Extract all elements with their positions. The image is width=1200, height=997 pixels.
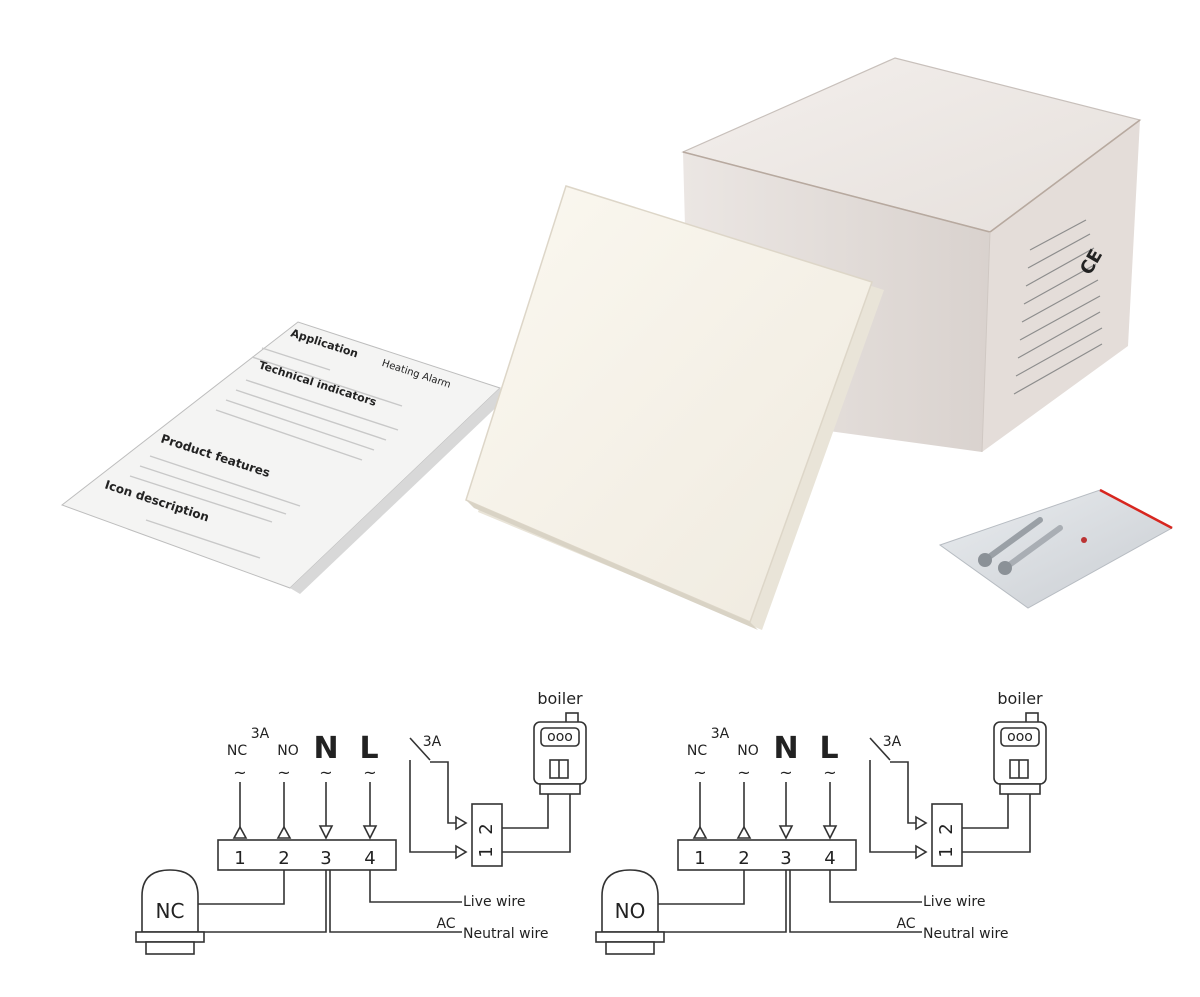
supply-label-nc: NC	[687, 743, 707, 759]
valve-signal-wire	[198, 870, 285, 905]
valve-neutral-wire	[658, 870, 787, 933]
relay-arrow-1	[915, 844, 928, 860]
boiler-terminal-2: 2	[476, 823, 497, 834]
terminal-block	[217, 839, 397, 871]
relay-contact-wire-b	[409, 760, 456, 853]
terminal-4: 4	[364, 848, 375, 869]
live-wire	[369, 870, 462, 903]
live-wire-label: Live wire	[463, 894, 525, 910]
relay-contact-wire-a	[430, 761, 456, 824]
product-photo: Application Heating Alarm Technical indi…	[60, 57, 1174, 630]
live-wire	[829, 870, 922, 903]
arrow-down-4	[822, 825, 838, 840]
boiler-terminal-2: 2	[936, 823, 957, 834]
supply-label-n: N	[313, 731, 338, 766]
current-rating: 3A	[251, 726, 270, 742]
tilde-3: ~	[319, 763, 332, 782]
terminal-1: 1	[694, 848, 705, 869]
arrow-down-4	[362, 825, 378, 840]
valve-base	[135, 931, 205, 943]
sheet-body-lines	[129, 347, 403, 559]
arrow-up-2	[276, 825, 292, 839]
terminal-3: 3	[320, 848, 331, 869]
thermostat-panel	[465, 185, 884, 630]
relay-arrow-2	[455, 815, 468, 831]
boiler-terminal-1: 1	[476, 846, 497, 857]
valve-foot	[145, 941, 195, 955]
tilde-1: ~	[233, 763, 246, 782]
current-rating: 3A	[711, 726, 730, 742]
tilde-2: ~	[737, 763, 750, 782]
neutral-wire	[329, 870, 462, 933]
boiler-label: boiler	[537, 689, 583, 708]
relay-arrow-1	[455, 844, 468, 860]
tilde-1: ~	[693, 763, 706, 782]
valve-foot	[605, 941, 655, 955]
boiler-display	[1000, 727, 1040, 747]
relay-contact-wire-a	[890, 761, 916, 824]
ac-label: AC	[896, 916, 915, 932]
arrow-down-3	[778, 825, 794, 840]
arrow-up-2	[736, 825, 752, 839]
instruction-sheet: Application Heating Alarm Technical indi…	[60, 321, 506, 594]
valve-neutral-wire	[198, 870, 327, 933]
boiler-terminal-block	[931, 803, 963, 867]
arrow-up-1	[692, 825, 708, 839]
terminal-2: 2	[738, 848, 749, 869]
valve-actuator	[141, 869, 199, 933]
live-wire-label: Live wire	[923, 894, 985, 910]
tilde-3: ~	[779, 763, 792, 782]
boiler-wire-2	[962, 794, 1009, 829]
ac-label: AC	[436, 916, 455, 932]
neutral-wire-label: Neutral wire	[463, 926, 549, 942]
terminal-block	[677, 839, 857, 871]
boiler-display-dots: ooo	[547, 729, 573, 745]
boiler-display-dots: ooo	[1007, 729, 1033, 745]
relay-switch-blade	[409, 737, 431, 761]
valve-label: NO	[615, 899, 646, 923]
supply-label-no: NO	[737, 743, 759, 759]
tilde-2: ~	[277, 763, 290, 782]
supply-label-l: L	[359, 731, 378, 766]
terminal-4: 4	[824, 848, 835, 869]
screw-bag	[938, 488, 1174, 609]
boiler-terminal-block	[471, 803, 503, 867]
arrow-up-1	[232, 825, 248, 839]
tilde-4: ~	[823, 763, 836, 782]
neutral-wire	[789, 870, 922, 933]
boiler-wire-1	[502, 794, 571, 853]
terminal-3: 3	[780, 848, 791, 869]
relay-arrow-2	[915, 815, 928, 831]
supply-label-nc: NC	[227, 743, 247, 759]
relay-rating: 3A	[423, 734, 442, 750]
box-label-lines	[1013, 219, 1103, 395]
relay-rating: 3A	[883, 734, 902, 750]
arrow-down-3	[318, 825, 334, 840]
supply-label-n: N	[773, 731, 798, 766]
tilde-4: ~	[363, 763, 376, 782]
relay-switch-blade	[869, 737, 891, 761]
valve-actuator	[601, 869, 659, 933]
boiler-base	[539, 783, 581, 795]
neutral-wire-label: Neutral wire	[923, 926, 1009, 942]
terminal-2: 2	[278, 848, 289, 869]
valve-base	[595, 931, 665, 943]
boiler-display	[540, 727, 580, 747]
relay-contact-wire-b	[869, 760, 916, 853]
boiler-wire-2	[502, 794, 549, 829]
supply-label-no: NO	[277, 743, 299, 759]
valve-signal-wire	[658, 870, 745, 905]
boiler-terminal-1: 1	[936, 846, 957, 857]
boiler-label: boiler	[997, 689, 1043, 708]
supply-label-l: L	[819, 731, 838, 766]
boiler-wire-1	[962, 794, 1031, 853]
valve-label: NC	[156, 899, 185, 923]
terminal-1: 1	[234, 848, 245, 869]
boiler-base	[999, 783, 1041, 795]
